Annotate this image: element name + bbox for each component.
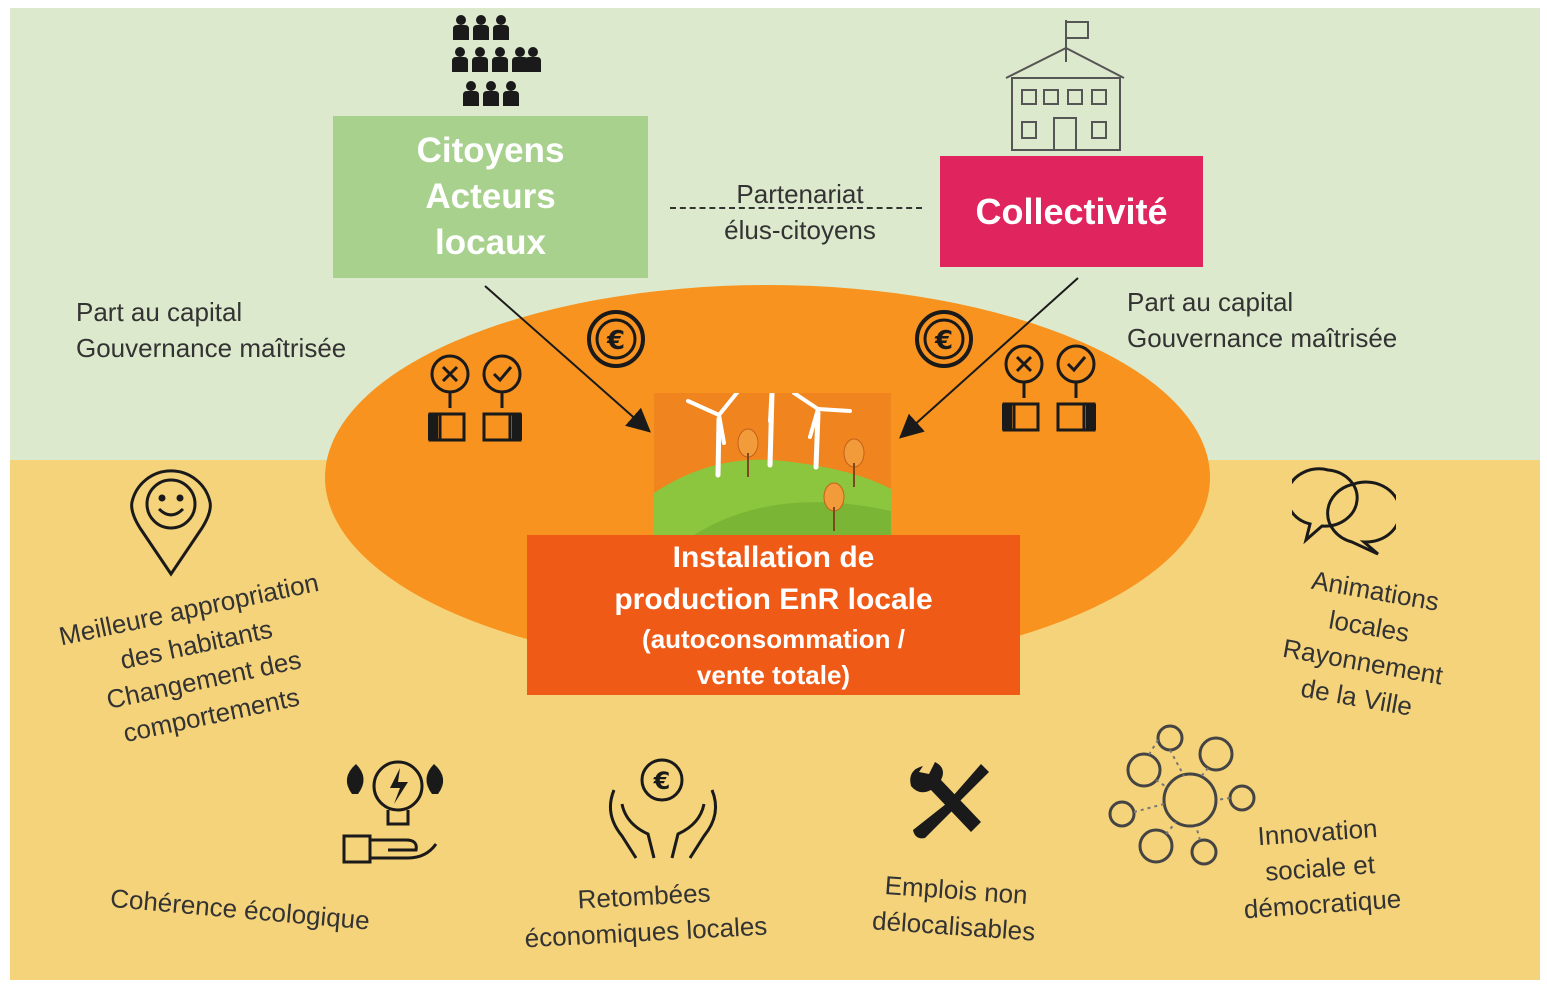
- euro-hands-icon: €: [600, 754, 726, 862]
- left-note-line-2: Gouvernance maîtrisée: [76, 333, 347, 363]
- left-note-line-1: Part au capital: [76, 297, 243, 327]
- euro-coin-icon: €: [913, 308, 975, 370]
- people-group-icon: [452, 14, 542, 112]
- partnership-label-1: Partenariat: [736, 179, 864, 209]
- citizens-line-1: Citoyens: [416, 131, 565, 170]
- partnership-label-2: élus-citoyens: [724, 215, 876, 245]
- citizens-arrow: [484, 285, 651, 433]
- installation-box: Installation de production EnR locale (a…: [527, 535, 1020, 695]
- town-hall-icon: [1000, 18, 1130, 154]
- wind-turbine-icon: [654, 393, 891, 535]
- collectivity-box: Collectivité: [940, 156, 1203, 267]
- eco-bulb-hand-icon: [336, 754, 454, 866]
- vote-hands-icon: [424, 352, 530, 446]
- euro-coin-icon: €: [585, 308, 647, 370]
- right-note-line-1: Part au capital: [1127, 287, 1294, 317]
- innovation-text: Innovation sociale et démocratique: [1207, 806, 1434, 929]
- network-icon: [1104, 722, 1262, 868]
- citizens-box: Citoyens Acteurs locaux: [333, 116, 648, 278]
- installation-line-2: production EnR locale: [614, 583, 933, 616]
- partnership-line: [670, 207, 922, 209]
- installation-line-3: (autoconsommation /: [642, 624, 905, 654]
- installation-line-4: vente totale): [696, 660, 851, 690]
- right-note-line-2: Gouvernance maîtrisée: [1127, 323, 1398, 353]
- citizens-line-3: locaux: [435, 223, 546, 262]
- collectivity-arrow: [899, 277, 1079, 439]
- svg-text:€: €: [934, 326, 953, 356]
- chat-bubbles-icon: [1292, 466, 1396, 556]
- smiley-pin-icon: [128, 462, 214, 578]
- svg-text:€: €: [653, 767, 671, 795]
- svg-text:€: €: [606, 326, 625, 356]
- installation-line-1: Installation de: [672, 541, 875, 574]
- tools-icon: [905, 760, 991, 840]
- citizens-line-2: Acteurs: [425, 177, 556, 216]
- vote-hands-icon: [998, 342, 1104, 436]
- collectivity-label: Collectivité: [975, 190, 1168, 232]
